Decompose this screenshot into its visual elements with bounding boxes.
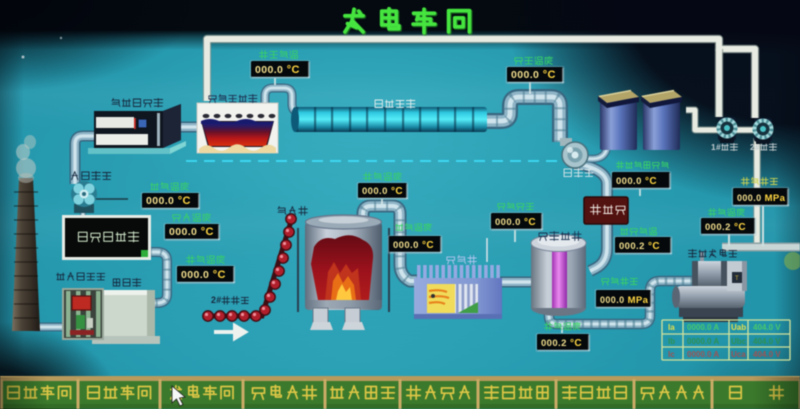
svg-text:404.0 V: 404.0 V	[753, 337, 781, 346]
svg-text:000.0 °C: 000.0 °C	[362, 186, 403, 197]
svg-text:000.0 MPa: 000.0 MPa	[600, 295, 649, 306]
svg-text:000.0 °C: 000.0 °C	[169, 226, 214, 238]
svg-text:404.0 V: 404.0 V	[753, 350, 781, 359]
svg-text:#: #	[216, 295, 221, 305]
svg-text:404.0 V: 404.0 V	[753, 323, 781, 332]
svg-text:Ubc: Ubc	[731, 337, 747, 346]
svg-text:0000.0 A: 0000.0 A	[687, 337, 719, 346]
svg-text:Uab: Uab	[731, 323, 746, 332]
svg-text:Uca: Uca	[731, 350, 746, 359]
svg-text:T: T	[735, 276, 739, 282]
svg-text:Ia: Ia	[668, 323, 675, 332]
svg-text:000.0 °C: 000.0 °C	[181, 269, 226, 281]
svg-text:000.2 °C: 000.2 °C	[541, 338, 582, 349]
svg-text:000.0 °C: 000.0 °C	[511, 69, 556, 81]
svg-text:000.0 MPa: 000.0 MPa	[737, 193, 786, 204]
svg-text:000.0 °C: 000.0 °C	[146, 195, 191, 207]
svg-text:000.0 °C: 000.0 °C	[616, 176, 657, 187]
svg-text:000.0 °C: 000.0 °C	[393, 240, 434, 251]
svg-text:#: #	[755, 142, 760, 152]
svg-text:2: 2	[211, 295, 216, 305]
svg-text:0000.0 A: 0000.0 A	[687, 350, 719, 359]
svg-text:000.0 °C: 000.0 °C	[495, 217, 536, 228]
svg-text:Ic: Ic	[668, 350, 675, 359]
svg-text:2: 2	[750, 142, 755, 152]
svg-text:000.2 °C: 000.2 °C	[619, 241, 660, 252]
svg-text:Ib: Ib	[668, 337, 675, 346]
svg-text:#: #	[716, 142, 721, 152]
svg-text:1: 1	[711, 142, 716, 152]
svg-text:0000.0 A: 0000.0 A	[687, 323, 719, 332]
svg-text:000.0 °C: 000.0 °C	[255, 64, 300, 76]
svg-text:000.2 °C: 000.2 °C	[705, 222, 746, 233]
